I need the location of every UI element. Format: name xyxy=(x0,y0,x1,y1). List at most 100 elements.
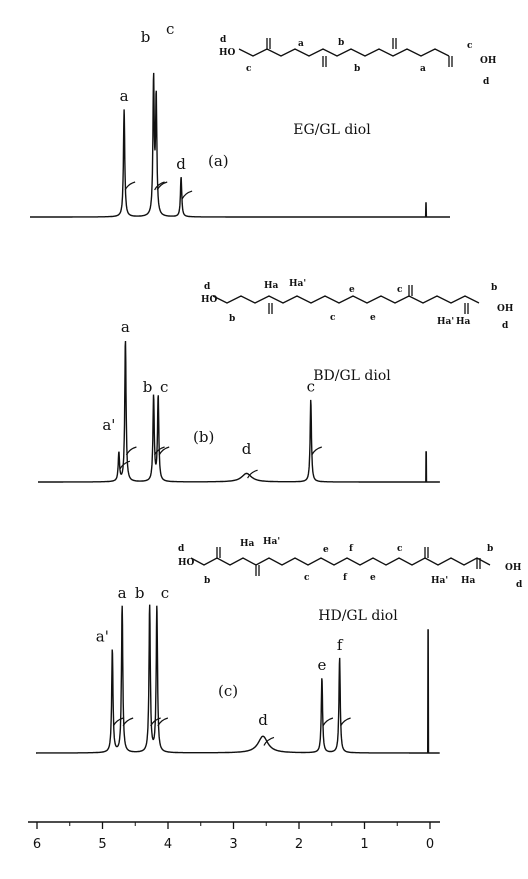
peak-label: c xyxy=(161,584,169,602)
integral-marks-c xyxy=(112,717,351,746)
struct-label: c xyxy=(397,544,403,554)
struct-label: c xyxy=(304,573,310,583)
peak-label: c xyxy=(307,378,315,396)
struct-label: b xyxy=(204,576,210,586)
peak-label: b xyxy=(135,584,145,602)
integral-mark xyxy=(122,717,134,727)
structure-labels-a: d c a b b a c d HO OH xyxy=(219,35,497,87)
x-axis-ticks: 6 5 4 3 2 1 0 xyxy=(33,822,434,852)
struct-label: Ha' xyxy=(437,317,454,327)
x-axis: 6 5 4 3 2 1 0 xyxy=(28,821,440,852)
peak-label: d xyxy=(176,155,186,173)
struct-label: HO xyxy=(219,48,236,58)
x-tick-label: 5 xyxy=(98,837,106,852)
integral-mark xyxy=(322,717,334,727)
spectrum-trace-c xyxy=(36,604,440,754)
struct-label: d xyxy=(516,580,523,590)
struct-label: d xyxy=(220,35,227,45)
struct-label: d xyxy=(483,77,490,87)
struct-label: Ha xyxy=(240,539,255,549)
struct-label: Ha xyxy=(264,281,279,291)
integral-mark xyxy=(119,460,131,470)
struct-label: OH xyxy=(505,563,522,573)
structure-drawing-b xyxy=(212,285,480,314)
integral-mark xyxy=(311,446,322,456)
peak-label: d xyxy=(242,440,252,458)
integral-mark xyxy=(154,181,165,191)
struct-label: d xyxy=(178,544,185,554)
struct-label: b xyxy=(491,283,497,293)
peak-label: a' xyxy=(96,628,109,646)
struct-label: d xyxy=(204,282,211,292)
struct-label: e xyxy=(370,313,376,323)
x-tick-label: 1 xyxy=(360,837,368,852)
struct-label: a xyxy=(420,64,426,74)
x-tick-label: 3 xyxy=(229,837,237,852)
structure-labels-c: d b Ha Ha' c e f f e c Ha' Ha b d HO OH xyxy=(178,537,523,590)
structure-drawing-c xyxy=(190,547,491,576)
x-tick-label: 2 xyxy=(295,837,303,852)
integral-mark xyxy=(156,181,168,191)
integral-marks-b xyxy=(119,446,322,479)
spectrum-trace-b xyxy=(38,340,440,483)
struct-label: HO xyxy=(201,295,218,305)
struct-label: b xyxy=(487,544,493,554)
peak-label: c xyxy=(166,20,174,38)
peak-label: a xyxy=(118,584,127,602)
struct-label: e xyxy=(323,545,329,555)
struct-label: HO xyxy=(178,558,195,568)
integral-mark xyxy=(181,190,193,200)
peak-label: f xyxy=(337,636,344,654)
spectrum-trace-a xyxy=(30,72,450,218)
integral-mark xyxy=(112,717,124,727)
peak-label: a' xyxy=(102,416,115,434)
struct-label: a xyxy=(298,39,304,49)
struct-label: Ha xyxy=(456,317,471,327)
integral-mark xyxy=(124,181,136,191)
x-tick-label: 6 xyxy=(33,837,41,852)
integral-mark xyxy=(247,469,258,479)
struct-label: f xyxy=(349,544,354,554)
integral-mark xyxy=(158,446,170,456)
peak-label: e xyxy=(317,656,326,674)
struct-label: Ha' xyxy=(289,279,306,289)
structure-labels-b: d b Ha Ha' c e e c Ha' Ha b d HO OH xyxy=(201,279,514,331)
peak-label: b xyxy=(143,378,153,396)
struct-label: c xyxy=(330,313,336,323)
panel-label-c: (c) xyxy=(218,682,238,700)
struct-label: b xyxy=(229,314,235,324)
integral-marks-a xyxy=(124,181,193,200)
x-tick-label: 0 xyxy=(426,837,434,852)
integral-mark xyxy=(157,717,169,727)
peak-label: c xyxy=(160,378,168,396)
peak-label: a xyxy=(120,87,129,105)
struct-label: OH xyxy=(480,56,497,66)
integral-mark xyxy=(340,717,351,727)
peak-label: b xyxy=(141,28,151,46)
struct-label: Ha' xyxy=(263,537,280,547)
integral-mark xyxy=(150,717,161,727)
struct-label: f xyxy=(343,573,348,583)
struct-label: c xyxy=(467,41,473,51)
compound-name-b: BD/GL diol xyxy=(313,368,391,384)
struct-label: Ha xyxy=(461,576,476,586)
struct-label: b xyxy=(338,38,344,48)
struct-label: c xyxy=(397,285,403,295)
compound-name-c: HD/GL diol xyxy=(318,608,398,624)
panel-label-a: (a) xyxy=(208,152,229,170)
struct-label: c xyxy=(246,64,252,74)
struct-label: Ha' xyxy=(431,576,448,586)
x-tick-label: 4 xyxy=(164,837,172,852)
struct-label: d xyxy=(502,321,509,331)
compound-name-a: EG/GL diol xyxy=(293,122,371,138)
integral-mark xyxy=(263,736,275,746)
struct-label: e xyxy=(370,573,376,583)
peak-label: d xyxy=(258,711,268,729)
